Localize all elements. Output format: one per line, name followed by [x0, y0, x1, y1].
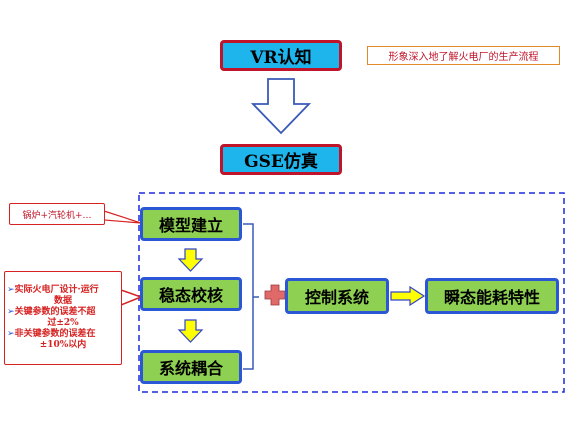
- vr-cognition-box: VR认知: [220, 40, 342, 71]
- note-item-3-first: 非关键参数的误差在: [14, 329, 96, 339]
- transient-energy-label: 瞬态能耗特性: [443, 288, 540, 307]
- yellow-down-arrow-icon: [177, 319, 204, 343]
- steady-state-check-label: 稳态校核: [158, 286, 223, 305]
- design-data-note: ➢实际火电厂设计·运行 数据 ➢关键参数的误差不超 过±2% ➢非关键参数的误差…: [4, 271, 122, 365]
- transient-energy-box: 瞬态能耗特性: [425, 278, 559, 314]
- note-item-1-first: 实际火电厂设计·运行: [14, 285, 99, 295]
- plus-icon: [264, 284, 286, 306]
- note-item-2-first: 关键参数的误差不超: [14, 307, 96, 317]
- note-item-2-rest: 过±2%: [47, 318, 79, 328]
- vr-note-text: 形象深入地了解火电厂的生产流程: [388, 52, 539, 63]
- boiler-note-text: 锅炉+汽轮机+…: [22, 210, 92, 221]
- outline-down-arrow-icon: [250, 78, 312, 135]
- note-item-3-rest: ±10%以内: [39, 340, 87, 350]
- bullet-icon: ➢: [7, 329, 15, 339]
- system-coupling-box: 系统耦合: [140, 350, 242, 384]
- vr-cognition-label: VR认知: [250, 48, 312, 68]
- note-item-1: ➢实际火电厂设计·运行: [7, 285, 119, 296]
- boiler-note: 锅炉+汽轮机+…: [9, 203, 105, 225]
- yellow-down-arrow-icon: [177, 248, 204, 272]
- control-system-label: 控制系统: [304, 288, 369, 307]
- note-item-1-rest: 数据: [53, 296, 72, 306]
- system-coupling-label: 系统耦合: [158, 359, 223, 378]
- bullet-icon: ➢: [7, 307, 15, 317]
- gse-simulation-label: GSE仿真: [244, 152, 318, 172]
- model-building-box: 模型建立: [140, 207, 242, 241]
- left-chain-bracket: [243, 223, 254, 370]
- model-building-label: 模型建立: [158, 216, 223, 235]
- dashed-frame: [138, 192, 565, 393]
- yellow-right-arrow-icon: [390, 285, 426, 307]
- control-system-box: 控制系统: [285, 278, 389, 314]
- vr-note: 形象深入地了解火电厂的生产流程: [367, 46, 560, 65]
- gse-simulation-box: GSE仿真: [220, 144, 342, 175]
- red-note-callout-pointer: [120, 288, 144, 307]
- note-item-2: ➢关键参数的误差不超: [7, 307, 119, 318]
- boiler-callout-pointer: [103, 210, 142, 224]
- steady-state-check-box: 稳态校核: [140, 277, 242, 311]
- bullet-icon: ➢: [7, 285, 15, 295]
- note-item-3: ➢非关键参数的误差在: [7, 329, 119, 340]
